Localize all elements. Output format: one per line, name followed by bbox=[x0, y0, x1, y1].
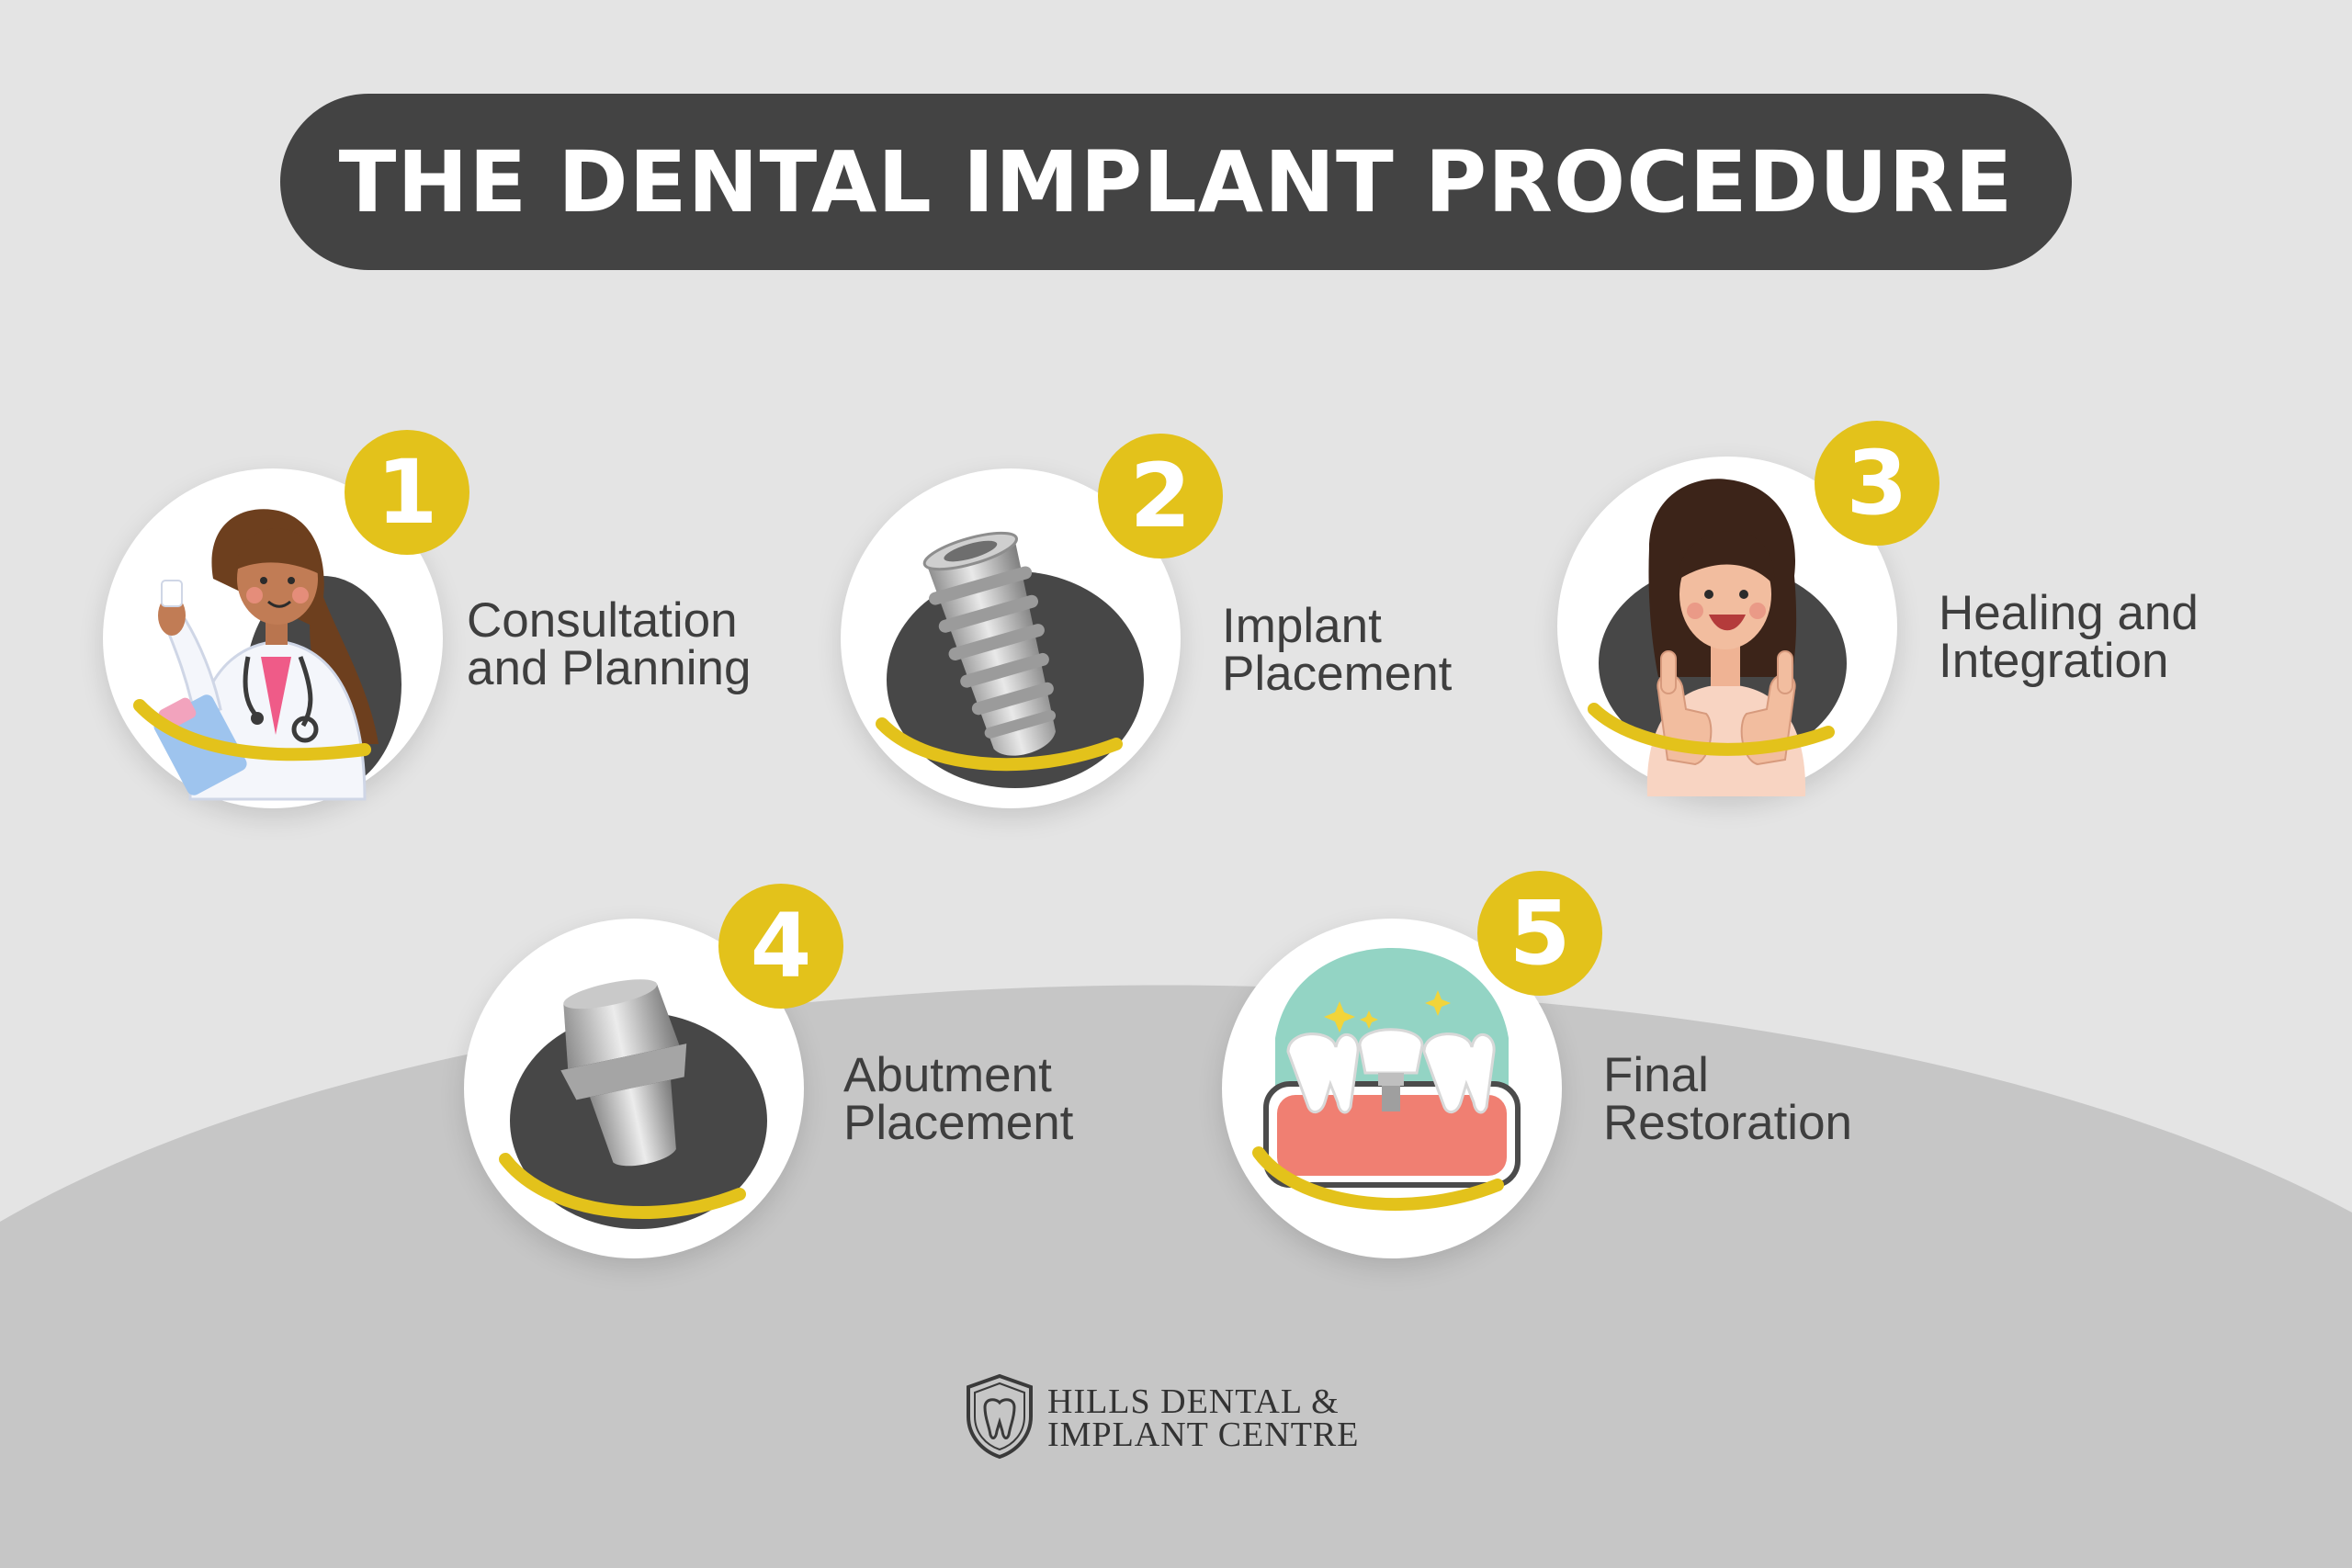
implant-screw-icon bbox=[876, 531, 1144, 788]
step-3-label-line1: Healing and bbox=[1939, 586, 2199, 640]
step-2-label-line2: Placement bbox=[1222, 647, 1453, 701]
tooth-shield-icon bbox=[967, 1373, 1033, 1460]
brand-name: HILLS DENTAL & IMPLANT CENTRE bbox=[1047, 1382, 1360, 1454]
step-3-card bbox=[1557, 457, 1897, 796]
step-4-label-line1: Abutment bbox=[843, 1048, 1052, 1102]
step-5-label: Final Restoration bbox=[1603, 1048, 1853, 1150]
step-3-label-line2: Integration bbox=[1939, 634, 2169, 688]
abutment-icon bbox=[499, 979, 767, 1229]
brand-logo: HILLS DENTAL & IMPLANT CENTRE bbox=[963, 1372, 1395, 1461]
step-2-label-line1: Implant bbox=[1222, 599, 1382, 653]
step-3-label: Healing and Integration bbox=[1939, 586, 2199, 688]
step-1-card bbox=[103, 468, 443, 808]
step-1-label: Consultation and Planning bbox=[467, 593, 752, 695]
step-1-label-line2: and Planning bbox=[467, 641, 752, 695]
step-4-label: Abutment Placement bbox=[843, 1048, 1074, 1150]
step-2-badge: 2 bbox=[1098, 434, 1223, 558]
title-banner: THE DENTAL IMPLANT PROCEDURE bbox=[280, 94, 2072, 270]
brand-name-line2: IMPLANT CENTRE bbox=[1047, 1416, 1360, 1454]
step-5-label-line1: Final bbox=[1603, 1048, 1709, 1102]
step-4-badge: 4 bbox=[718, 884, 843, 1009]
page-title: THE DENTAL IMPLANT PROCEDURE bbox=[338, 132, 2014, 231]
doctor-with-clipboard-icon bbox=[133, 509, 401, 801]
step-5-badge: 5 bbox=[1477, 871, 1602, 996]
step-1-label-line1: Consultation bbox=[467, 593, 738, 648]
step-3-badge: 3 bbox=[1815, 421, 1939, 546]
teeth-with-crown-icon bbox=[1252, 948, 1521, 1211]
step-1-badge: 1 bbox=[345, 430, 469, 555]
step-2-label: Implant Placement bbox=[1222, 599, 1453, 701]
step-5-label-line2: Restoration bbox=[1603, 1096, 1853, 1150]
step-4-label-line2: Placement bbox=[843, 1096, 1074, 1150]
happy-patient-thumbs-up-icon bbox=[1588, 479, 1847, 796]
brand-name-line1: HILLS DENTAL & bbox=[1047, 1382, 1340, 1421]
